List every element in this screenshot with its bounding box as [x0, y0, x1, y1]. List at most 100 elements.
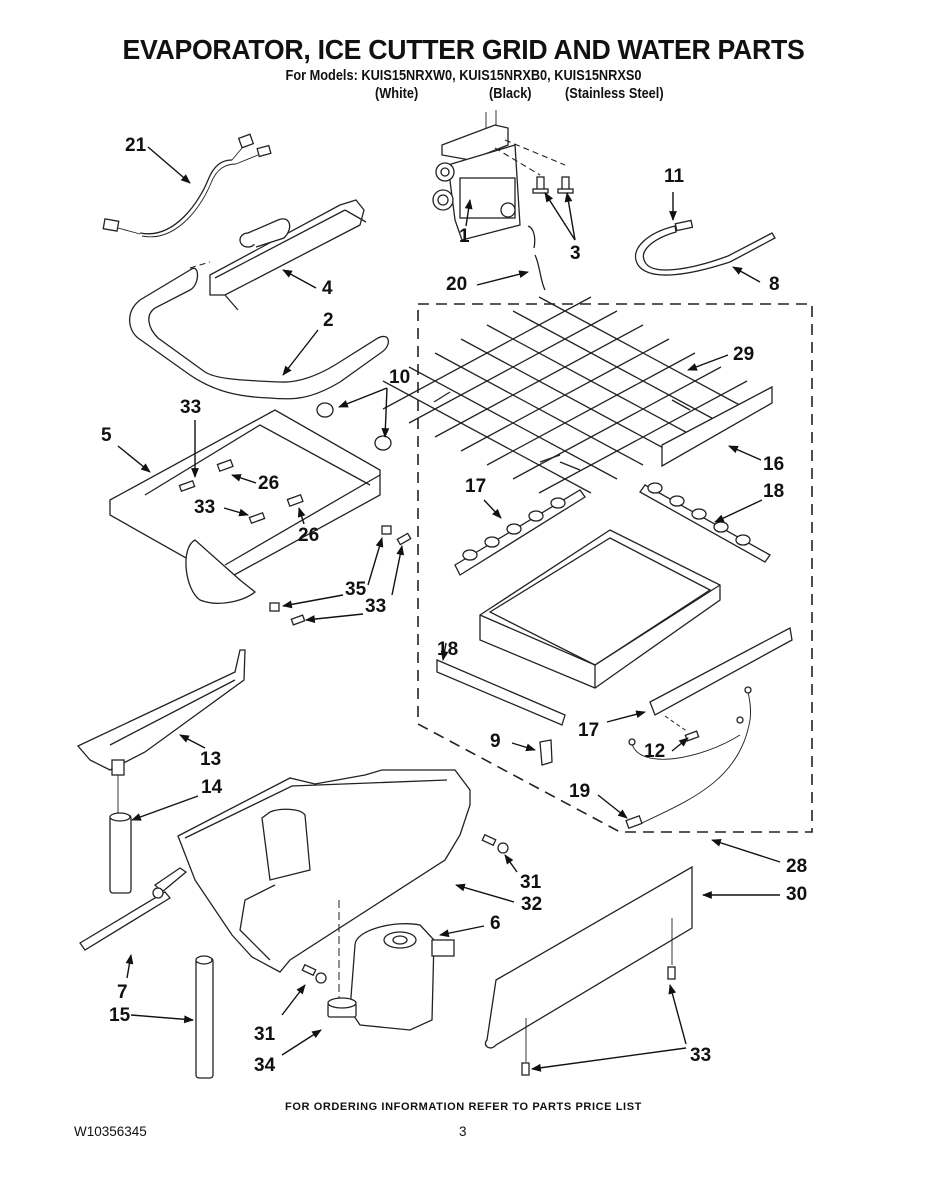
bracket-clip — [550, 497, 566, 509]
leader-arrow — [476, 270, 529, 286]
callout-label: 17 — [465, 476, 486, 497]
ordering-note: FOR ORDERING INFORMATION REFER TO PARTS … — [285, 1101, 642, 1113]
leader-arrow — [687, 354, 729, 371]
tube-20 — [527, 225, 546, 291]
callout-label: 35 — [345, 579, 367, 600]
grid-wire — [486, 352, 696, 466]
callout-30: 30 — [702, 884, 807, 905]
callout-label: 26 — [258, 473, 279, 494]
leader-arrow — [231, 474, 257, 484]
callout-label: 14 — [201, 777, 223, 798]
callout-17b: 17 — [578, 710, 646, 741]
callout-label: 19 — [569, 781, 590, 802]
document-number: W10356345 — [74, 1124, 147, 1139]
callout-2: 2 — [282, 310, 334, 376]
bracket-clip — [462, 549, 478, 561]
leader-arrow — [367, 537, 384, 586]
callout-label: 32 — [521, 894, 542, 915]
leader-arrow — [282, 329, 319, 376]
leader-arrow — [464, 199, 473, 227]
leader-arrow — [714, 499, 763, 523]
screws-33-bracket — [178, 479, 412, 626]
page-number: 3 — [459, 1124, 467, 1139]
callout-10: 10 — [338, 367, 410, 438]
callout-35: 35 — [282, 537, 384, 609]
leader-arrow — [381, 387, 390, 438]
callout-33d: 33 — [531, 984, 711, 1072]
callout-label: 3 — [570, 243, 581, 264]
callout-26: 26 — [231, 473, 279, 494]
leader-arrow — [531, 1047, 687, 1072]
bracket-clip — [506, 523, 522, 535]
callout-label: 21 — [125, 135, 147, 156]
callout-label: 18 — [763, 481, 784, 502]
leader-arrow — [732, 266, 761, 283]
callout-label: 2 — [323, 310, 334, 331]
grid-wire — [486, 324, 696, 438]
callout-label: 31 — [254, 1024, 276, 1045]
leader-arrow — [131, 795, 199, 821]
tube-14 — [109, 775, 132, 894]
screw-12 — [664, 715, 700, 742]
callout-label: 34 — [254, 1055, 276, 1076]
leader-arrow — [439, 925, 485, 938]
leader-arrow — [130, 1014, 194, 1024]
grid-bracket-17-upper — [454, 489, 586, 576]
leader-arrow — [455, 883, 515, 903]
evaporator-4 — [189, 199, 367, 311]
models-line: For Models: KUIS15NRXW0, KUIS15NRXB0, KU… — [285, 68, 642, 84]
leader-arrow — [597, 794, 628, 819]
callout-label: 18 — [437, 639, 458, 660]
tube-8-with-thermistor-11 — [635, 219, 776, 276]
callout-label: 16 — [763, 454, 784, 475]
callout-33: 33 — [180, 397, 201, 478]
leader-arrow — [544, 192, 576, 241]
grid-wire — [538, 380, 748, 494]
leader-arrow — [728, 445, 762, 461]
grid-wire-end — [433, 391, 451, 403]
grid-bracket-18-upper — [639, 482, 771, 563]
grid-bracket-17-lower — [649, 627, 793, 716]
bracket-clip — [735, 534, 751, 546]
callout-label: 13 — [200, 749, 221, 770]
callout-label: 11 — [664, 166, 685, 187]
nut-34 — [327, 900, 357, 1018]
clip-9 — [539, 739, 553, 766]
evaporator-bracket-5 — [109, 409, 381, 604]
callout-7: 7 — [117, 954, 134, 1003]
leader-arrow — [711, 838, 781, 863]
callout-label: 28 — [786, 856, 807, 877]
grid-wire — [460, 338, 670, 452]
callout-label: 33 — [365, 596, 386, 617]
leader-arrow — [504, 854, 518, 873]
bracket-clip — [713, 521, 729, 533]
bracket-clip — [484, 536, 500, 548]
insulator-16 — [661, 385, 773, 468]
callout-label: 8 — [769, 274, 780, 295]
bracket-clip — [669, 495, 685, 507]
callout-label: 33 — [194, 497, 215, 518]
callout-label: 9 — [490, 731, 501, 752]
grid-bracket-18-lower — [436, 659, 566, 726]
callout-12: 12 — [644, 737, 689, 762]
callout-28: 28 — [711, 838, 807, 877]
grid-frame — [479, 529, 721, 689]
callout-label: 15 — [109, 1005, 131, 1026]
leader-arrow — [338, 387, 388, 408]
callout-label: 5 — [101, 425, 112, 446]
callout-label: 33 — [180, 397, 201, 418]
grid-wire — [512, 310, 722, 424]
callout-31b: 31 — [254, 984, 306, 1045]
bracket-clip — [647, 482, 663, 494]
water-reservoir-32 — [177, 769, 471, 973]
callout-26b: 26 — [297, 507, 319, 546]
callout-31: 31 — [504, 854, 542, 893]
callout-13: 13 — [179, 734, 221, 770]
pump-6 — [349, 923, 455, 1031]
leader-arrow — [223, 507, 249, 517]
leader-arrow — [281, 1029, 322, 1056]
screws-26 — [216, 458, 304, 507]
leader-arrow — [668, 984, 687, 1045]
callout-label: 7 — [117, 982, 128, 1003]
